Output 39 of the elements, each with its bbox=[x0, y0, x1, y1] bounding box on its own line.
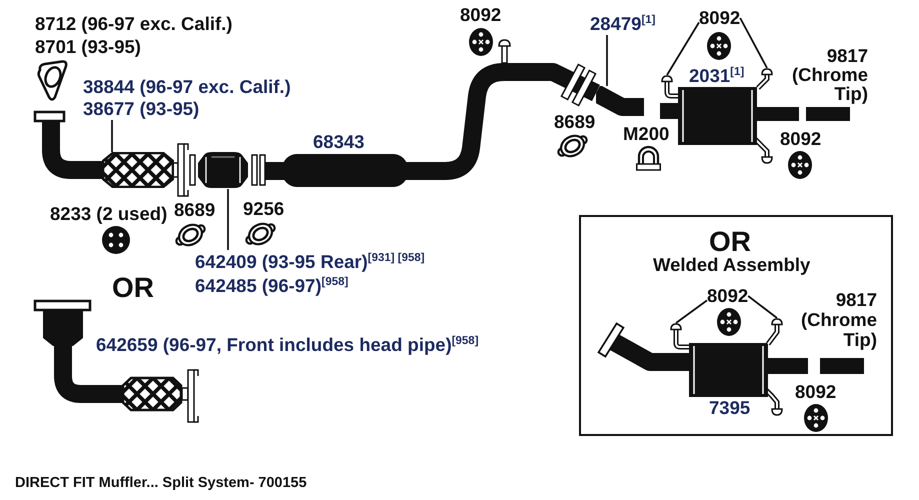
part-number-label: 8092 bbox=[780, 128, 822, 150]
part-number-label: 28479$^{[1]}$ bbox=[590, 13, 656, 35]
part-number-label: 8092 bbox=[699, 7, 740, 29]
part-number-label: 642659 (96-97, Front includes head pipe)$^{[958]}$ bbox=[96, 334, 479, 356]
hanger-bracket bbox=[661, 75, 681, 101]
part-number-label: 9256 bbox=[243, 198, 284, 220]
resonator bbox=[197, 151, 249, 189]
part-number-label: 8712 (96-97 exc. Calif.) bbox=[35, 13, 232, 35]
part-number-label: 8092 bbox=[460, 4, 502, 26]
part-number-label: 38677 (93-95) bbox=[83, 98, 200, 120]
part-number-label: 8689 bbox=[174, 199, 216, 221]
leader-line bbox=[675, 300, 708, 324]
pipe-section bbox=[596, 86, 644, 118]
part-number-label: 38844 (96-97 exc. Calif.) bbox=[83, 76, 291, 98]
leader-line bbox=[748, 295, 778, 319]
part-number-label: 2031$^{[1]}$ bbox=[689, 65, 744, 87]
part-number-label: 7395 bbox=[709, 397, 750, 419]
leader-line bbox=[666, 22, 700, 76]
part-number-label: 642409 (93-95 Rear)$^{[931] [958]}$ bbox=[195, 250, 425, 274]
hanger-bracket bbox=[755, 68, 775, 90]
alternative-assembly-panel bbox=[579, 215, 893, 436]
caption: DIRECT FIT Muffler... Split System- 700155 bbox=[15, 475, 307, 492]
part-number-label: 8233 (2 used) bbox=[50, 203, 168, 225]
or-heading: OR bbox=[112, 271, 154, 305]
part-number-label: 8092 bbox=[795, 381, 836, 403]
part-number-label: 8701 (93-95) bbox=[35, 36, 141, 58]
part-number-label: 9817 (Chrome Tip) bbox=[800, 290, 877, 350]
leader-line bbox=[111, 120, 113, 152]
part-number-label: 9817 (Chrome Tip) bbox=[792, 46, 868, 103]
leader-line bbox=[606, 35, 608, 86]
part-number-label: M200 bbox=[623, 123, 670, 145]
part-number-label: 642485 (96-97)$^{[958]}$ bbox=[195, 274, 348, 298]
hanger-bracket bbox=[764, 318, 784, 346]
leader-line bbox=[227, 189, 229, 250]
part-number-label: 8092 bbox=[707, 285, 748, 307]
catalytic-converter bbox=[102, 152, 174, 188]
part-number-label: 8689 bbox=[554, 111, 596, 133]
part-number-label: 68343 bbox=[313, 131, 364, 153]
leader-line bbox=[739, 18, 768, 68]
